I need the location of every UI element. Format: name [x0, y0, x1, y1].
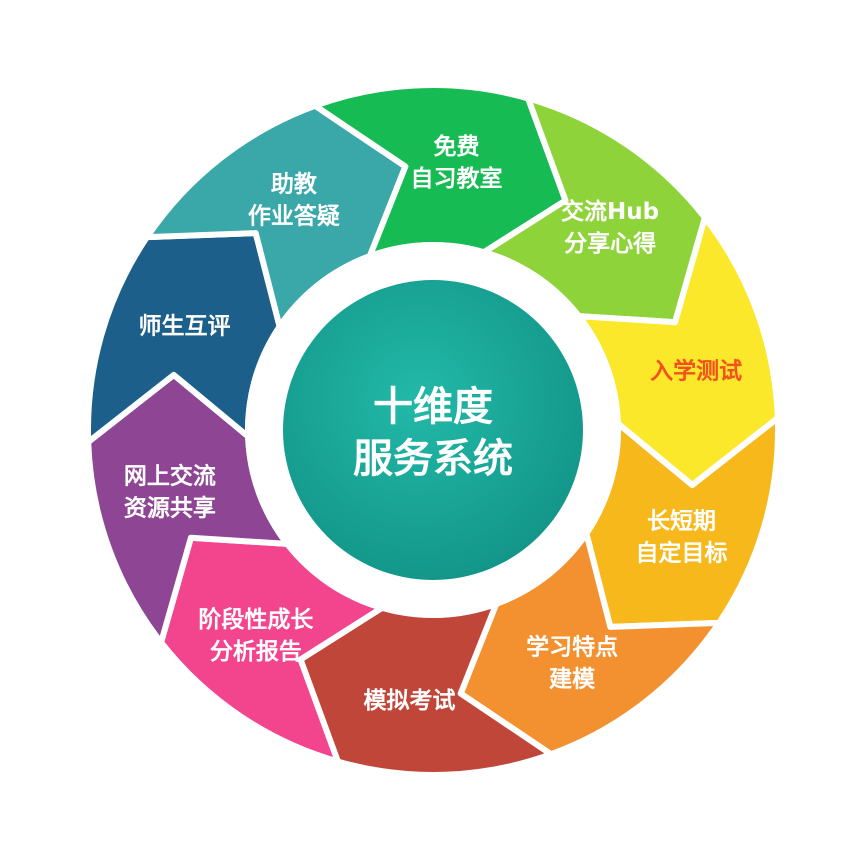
center-circle — [283, 280, 583, 580]
segment-label-ta-qa-line2: 作业答疑 — [248, 203, 340, 230]
center-title-line1: 十维度 — [373, 384, 493, 430]
segment-label-free-study-room-line2: 自习教室 — [411, 165, 503, 192]
segment-label-online-resources-line2: 资源共享 — [124, 495, 216, 522]
segment-label-growth-report-line2: 分析报告 — [210, 639, 302, 665]
segment-label-goal-setting-line2: 自定目标 — [636, 540, 728, 567]
segment-label-ta-qa-line1: 助教 — [271, 171, 318, 198]
segment-label-peer-review-line1: 师生互评 — [139, 314, 231, 340]
segment-label-free-study-room-line1: 免费 — [434, 134, 480, 160]
segment-label-growth-report-line1: 阶段性成长 — [198, 606, 314, 633]
segment-ring — [85, 82, 781, 778]
segment-label-entrance-test-line1: 入学测试 — [650, 357, 742, 384]
segment-label-learning-model-line1: 学习特点 — [526, 633, 618, 660]
segment-label-exchange-hub-line1: 交流Hub — [561, 198, 659, 225]
segment-label-online-resources-line1: 网上交流 — [124, 463, 216, 490]
center-title-line2: 服务系统 — [353, 436, 513, 482]
segment-label-mock-exam-line1: 模拟考试 — [364, 688, 456, 714]
segment-label-learning-model-line2: 建模 — [549, 666, 596, 692]
segment-label-exchange-hub-line2: 分享心得 — [564, 230, 656, 257]
segment-label-goal-setting-line1: 长短期 — [647, 508, 716, 535]
